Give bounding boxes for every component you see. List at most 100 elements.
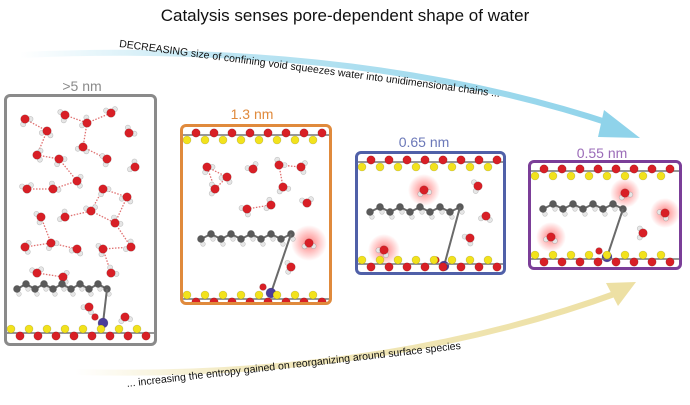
silicon-atom <box>638 171 648 181</box>
oxygen-atom <box>317 128 327 138</box>
pore-panel-1-3nm <box>180 124 332 305</box>
oxygen-atom <box>263 128 273 138</box>
silicon-atom <box>620 250 630 260</box>
carbon-atom <box>257 235 265 243</box>
oxygen-atom <box>438 262 448 272</box>
oxygen-atom <box>51 331 61 341</box>
oxygen-atom <box>366 155 376 165</box>
oxygen-atom <box>248 164 258 174</box>
oxygen-atom <box>32 150 42 160</box>
oxygen-atom <box>281 128 291 138</box>
carbon-atom <box>406 208 414 216</box>
oxygen-atom <box>209 297 219 302</box>
hydrogen-bond <box>86 112 112 124</box>
silicon-atom <box>602 250 612 260</box>
oxygen-atom <box>402 155 412 165</box>
oxygen-atom <box>141 331 151 341</box>
carbon-atom <box>40 280 48 288</box>
silicon-atom <box>447 162 457 172</box>
oxygen-atom <box>105 331 115 341</box>
oxygen-atom <box>402 262 412 272</box>
oxygen-atom <box>69 331 79 341</box>
oxygen-atom <box>130 162 140 172</box>
oxygen-atom <box>420 155 430 165</box>
oxygen-atom <box>539 257 549 267</box>
carbon-atom <box>267 230 275 238</box>
pore-panel-large <box>4 94 157 346</box>
figure-title: Catalysis senses pore-dependent shape of… <box>160 6 530 25</box>
oxygen-atom <box>281 297 291 302</box>
oxygen-atom <box>72 244 82 254</box>
carbon-atom <box>67 285 75 293</box>
covalent-bond <box>102 288 108 324</box>
carbon-atom <box>599 205 607 213</box>
carbon-atom <box>579 205 587 213</box>
oxygen-atom <box>665 164 675 174</box>
oxygen-atom <box>126 242 136 252</box>
carbon-atom <box>76 280 84 288</box>
silicon-atom <box>411 255 421 265</box>
silicon-atom <box>584 250 594 260</box>
oxygen-atom <box>473 181 483 191</box>
silicon-atom <box>584 171 594 181</box>
silicon-atom <box>566 250 576 260</box>
carbon-atom <box>247 230 255 238</box>
oxygen-atom <box>86 206 96 216</box>
oxygen-atom <box>593 164 603 174</box>
oxygen-atom <box>299 128 309 138</box>
oxygen-atom <box>123 331 133 341</box>
oxygen-atom <box>98 244 108 254</box>
oxygen-atom <box>474 155 484 165</box>
oxygen-atom <box>32 268 42 278</box>
oxygen-atom <box>638 228 648 238</box>
oxygen-atom <box>33 331 43 341</box>
oxygen-atom <box>91 313 99 321</box>
silicon-atom <box>375 162 385 172</box>
oxygen-atom <box>78 142 88 152</box>
carbon-atom <box>237 235 245 243</box>
oxygen-atom <box>245 128 255 138</box>
molecule-scene <box>531 164 679 267</box>
oxygen-atom <box>456 155 466 165</box>
oxygen-atom <box>595 247 603 255</box>
silicon-atom <box>483 255 493 265</box>
oxygen-atom <box>106 268 116 278</box>
carbon-atom <box>589 200 597 208</box>
carbon-atom <box>446 208 454 216</box>
carbon-atom <box>49 285 57 293</box>
oxygen-atom <box>87 331 97 341</box>
silicon-atom <box>200 135 210 145</box>
silicon-atom <box>531 250 540 260</box>
oxygen-atom <box>379 245 389 255</box>
silicon-atom <box>42 324 52 334</box>
silicon-atom <box>96 324 106 334</box>
silicon-atom <box>218 290 228 300</box>
silicon-atom <box>358 255 367 265</box>
oxygen-atom <box>106 108 116 118</box>
oxygen-atom <box>557 257 567 267</box>
carbon-atom <box>277 235 285 243</box>
oxygen-atom <box>539 164 549 174</box>
oxygen-atom <box>122 192 132 202</box>
silicon-atom <box>200 290 210 300</box>
silicon-atom <box>78 324 88 334</box>
oxygen-atom <box>124 128 134 138</box>
silicon-atom <box>465 255 475 265</box>
silicon-atom <box>548 250 558 260</box>
silicon-atom <box>308 290 318 300</box>
silicon-atom <box>411 162 421 172</box>
oxygen-atom <box>191 297 201 302</box>
silicon-atom <box>183 290 192 300</box>
silicon-atom <box>429 255 439 265</box>
oxygen-atom <box>191 128 201 138</box>
top-arrow-shaft <box>19 49 616 128</box>
oxygen-atom <box>209 128 219 138</box>
oxygen-atom <box>384 262 394 272</box>
carbon-atom <box>549 200 557 208</box>
oxygen-atom <box>302 198 312 208</box>
carbon-atom <box>58 280 66 288</box>
oxygen-atom <box>84 302 94 312</box>
oxygen-atom <box>20 242 30 252</box>
oxygen-atom <box>419 185 429 195</box>
panel-label-0-65nm: 0.65 nm <box>398 134 450 150</box>
